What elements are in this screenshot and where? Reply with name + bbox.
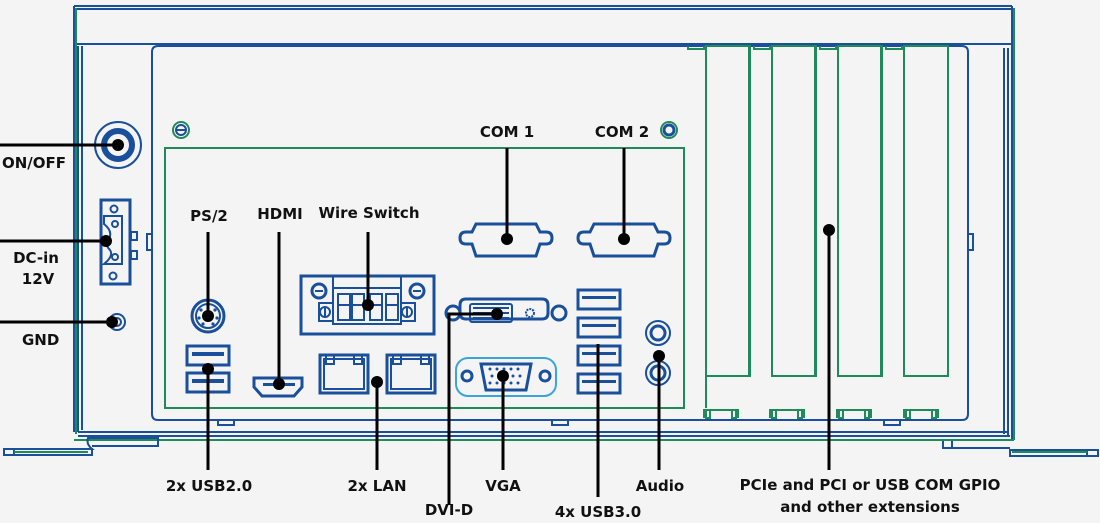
label-audio: Audio [635,477,685,495]
plate-tab-left [146,233,153,251]
com2-port [576,222,672,258]
label-lan: 2x LAN [347,477,407,495]
expansion-slots [687,45,949,419]
rear-plate [151,45,969,421]
label-wire-switch: Wire Switch [318,204,420,222]
label-dvi: DVI-D [424,501,474,519]
label-com2: COM 2 [594,123,650,141]
plate-notch [217,420,235,426]
label-on-off: ON/OFF [2,154,67,172]
label-vga: VGA [485,477,521,495]
io-shield [164,147,685,409]
lan-ports [318,353,437,395]
vga-port [455,357,557,397]
leader-lines [0,139,835,505]
label-usb2: 2x USB2.0 [165,477,253,495]
com1-port [458,222,554,258]
label-gnd: GND [22,331,60,349]
label-usb3: 4x USB3.0 [554,503,642,521]
dvi-port [444,297,568,323]
label-dc-in-voltage: 12V [21,270,55,288]
label-ps2: PS/2 [190,207,228,225]
label-hdmi: HDMI [257,205,303,223]
screw-left [172,121,190,139]
label-dc-in: DC-in [13,249,59,267]
plate-tab-right [967,233,974,251]
label-expansion-line2: and other extensions [780,498,960,516]
chassis-frame [3,5,1099,457]
screw-right [660,121,678,139]
label-com1: COM 1 [479,123,535,141]
label-expansion-line1: PCIe and PCI or USB COM GPIO [739,476,1001,494]
